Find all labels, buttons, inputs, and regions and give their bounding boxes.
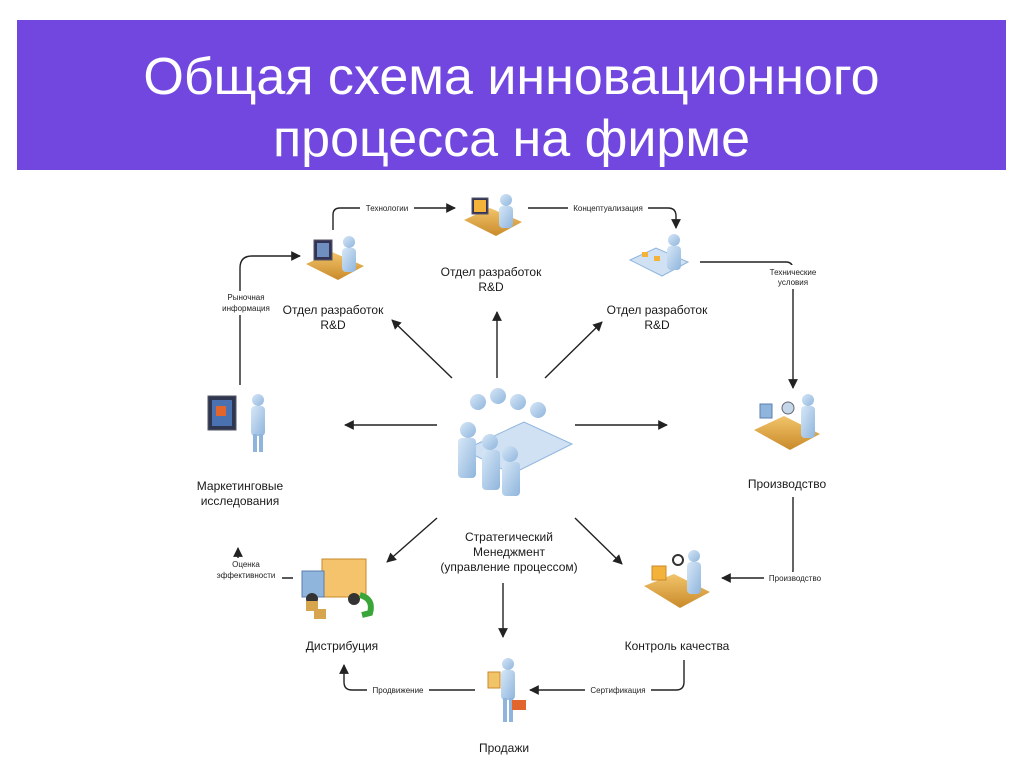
connector-certification xyxy=(529,660,685,695)
edge-label-technology: Технологии xyxy=(366,204,408,213)
factory-line-icon xyxy=(754,394,820,450)
node-distribution-label: Дистрибуция xyxy=(306,639,378,653)
spoke-quality xyxy=(574,517,623,565)
node-production-label: Производство xyxy=(748,477,827,491)
engineer-workstation-icon xyxy=(628,234,690,277)
edge-label-market-info-2: информация xyxy=(222,304,270,313)
edge-label-market-info-1: Рыночная xyxy=(227,293,264,302)
edge-label-production: Производство xyxy=(769,574,822,583)
center-spokes xyxy=(344,311,668,638)
node-marketing-line1: Маркетинговые xyxy=(197,479,284,493)
title-banner: Общая схема инновационного процесса на ф… xyxy=(17,20,1006,170)
edge-label-promotion: Продвижение xyxy=(373,686,425,695)
node-sales-label: Продажи xyxy=(479,741,529,755)
node-rd-top-line2: R&D xyxy=(478,280,504,294)
node-rd-left-line1: Отдел разработок xyxy=(283,303,384,317)
node-rd-left-line2: R&D xyxy=(320,318,346,332)
engineer-workstation-icon xyxy=(306,236,364,280)
spoke-rd-left xyxy=(391,319,453,379)
connector-technology xyxy=(332,203,456,230)
edge-label-tech-conditions-2: условия xyxy=(778,278,808,287)
edge-label-certification: Сертификация xyxy=(590,686,645,695)
inspector-icon xyxy=(644,550,710,608)
edge-label-conceptualization: Концептуализация xyxy=(573,204,643,213)
node-center-line1: Стратегический xyxy=(465,530,553,544)
edge-label-eval-2: эффективности xyxy=(217,571,276,580)
node-center-line2: Менеджмент xyxy=(473,545,545,559)
connector-market-info xyxy=(239,251,301,385)
salesperson-icon xyxy=(487,658,526,722)
presenter-board-icon xyxy=(207,394,265,452)
edge-label-eval-1: Оценка xyxy=(232,560,260,569)
edge-label-tech-conditions-1: Технические xyxy=(770,268,817,277)
engineer-workstation-icon xyxy=(464,194,522,236)
connector-promotion xyxy=(339,664,475,691)
spoke-distribution xyxy=(386,517,438,563)
node-labels: Отдел разработок R&D Отдел разработок R&… xyxy=(197,265,827,755)
node-rd-top-line1: Отдел разработок xyxy=(441,265,542,279)
node-quality-label: Контроль качества xyxy=(625,639,730,653)
meeting-group-icon xyxy=(458,388,574,496)
slide-title: Общая схема инновационного процесса на ф… xyxy=(143,48,880,168)
spoke-rd-right xyxy=(544,321,603,379)
node-center-line3: (управление процессом) xyxy=(440,560,577,574)
node-marketing-line2: исследования xyxy=(201,494,280,508)
connector-production xyxy=(721,497,794,583)
node-rd-right-line1: Отдел разработок xyxy=(607,303,708,317)
node-rd-right-line2: R&D xyxy=(644,318,670,332)
connector-labels: Технологии Концептуализация Технические … xyxy=(210,202,826,695)
delivery-truck-icon xyxy=(301,558,374,619)
connector-conceptualization xyxy=(528,207,681,229)
